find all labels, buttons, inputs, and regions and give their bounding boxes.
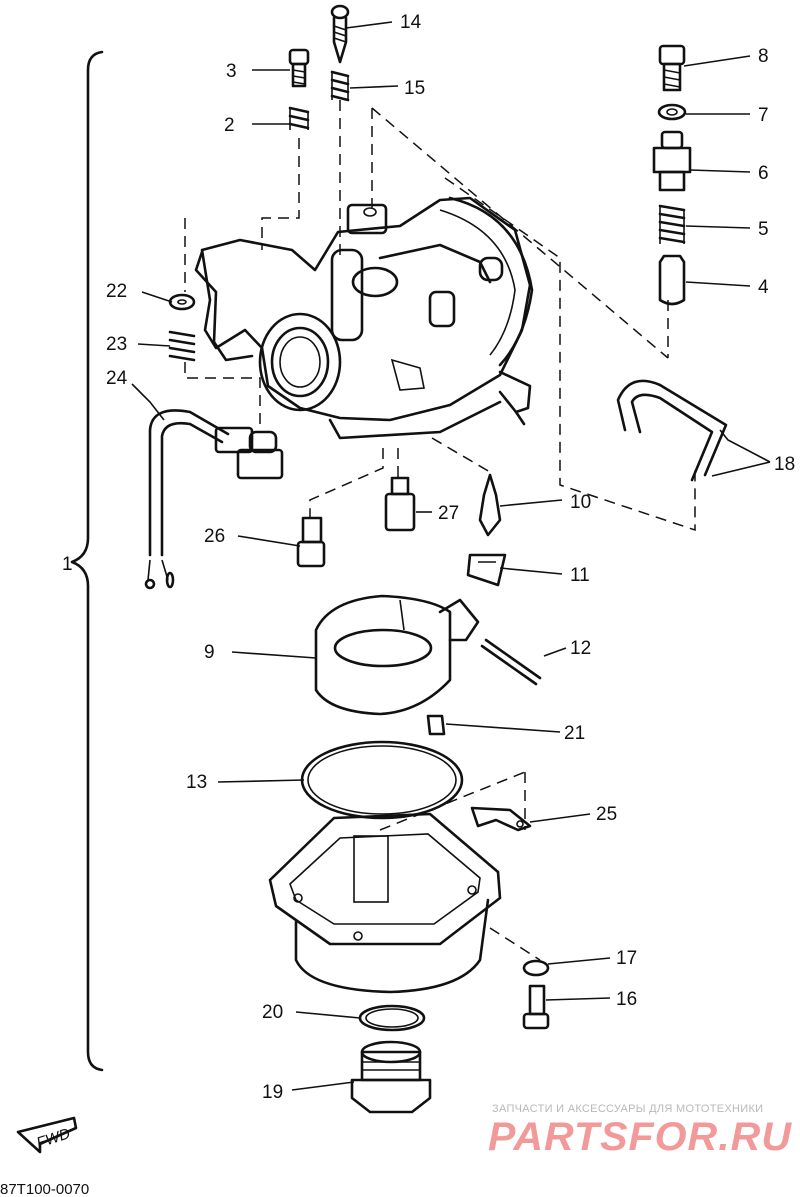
part-sensor-24 xyxy=(144,409,284,590)
callout-2: 2 xyxy=(224,115,235,136)
part-bolt-8 xyxy=(658,44,686,92)
watermark: ЗАПЧАСТИ И АКСЕССУАРЫ ДЛЯ МОТОТЕХНИКИ PA… xyxy=(488,1103,792,1159)
drawing-code: 87T100-0070 xyxy=(0,1181,89,1197)
fwd-label: FWD xyxy=(35,1125,73,1152)
callout-16: 16 xyxy=(616,989,637,1010)
leader-lines xyxy=(131,21,771,1091)
callout-7: 7 xyxy=(758,105,769,126)
group-bracket xyxy=(70,50,104,1072)
callout-4: 4 xyxy=(758,277,769,298)
part-spring-5 xyxy=(658,204,686,244)
callout-3: 3 xyxy=(226,61,237,82)
callout-27: 27 xyxy=(438,503,459,524)
callout-9: 9 xyxy=(204,642,215,663)
callout-6: 6 xyxy=(758,163,769,184)
callout-15: 15 xyxy=(404,78,425,99)
part-needle-valve-10 xyxy=(478,473,502,537)
part-oring-20 xyxy=(358,1004,426,1032)
part-clip-11 xyxy=(466,553,507,587)
part-jet-27 xyxy=(384,476,416,532)
part-washer-17 xyxy=(522,959,550,977)
callout-14: 14 xyxy=(400,12,422,33)
assembly-lines xyxy=(184,100,696,961)
watermark-brand: PARTSFOR.RU xyxy=(488,1115,792,1159)
part-fitting-6 xyxy=(652,130,692,192)
part-washer-22 xyxy=(168,293,196,311)
part-hose-18 xyxy=(616,379,728,482)
callout-10: 10 xyxy=(570,492,591,513)
callout-22: 22 xyxy=(106,281,127,302)
watermark-tagline: ЗАПЧАСТИ И АКСЕССУАРЫ ДЛЯ МОТОТЕХНИКИ xyxy=(492,1103,763,1115)
callout-labels: 14 15 3 2 8 7 6 5 4 22 23 24 18 26 27 10… xyxy=(62,12,795,1103)
part-spring-2 xyxy=(288,106,310,130)
part-drain-plug-19 xyxy=(350,1040,432,1114)
callout-26: 26 xyxy=(204,526,225,547)
part-screw-21 xyxy=(426,714,446,736)
fwd-arrow-icon: FWD xyxy=(16,1116,78,1154)
part-bracket-25 xyxy=(470,806,532,832)
part-pilot-screw xyxy=(330,4,350,64)
part-screw-16 xyxy=(522,984,550,1030)
callout-21: 21 xyxy=(564,723,585,744)
callout-19: 19 xyxy=(262,1082,283,1103)
part-nut-7 xyxy=(657,103,687,121)
part-spring-23 xyxy=(168,330,196,362)
callout-11: 11 xyxy=(570,565,590,586)
callout-8: 8 xyxy=(758,46,769,67)
callout-25: 25 xyxy=(596,804,617,825)
callout-20: 20 xyxy=(262,1002,283,1023)
callout-17: 17 xyxy=(616,948,637,969)
callout-18: 18 xyxy=(774,454,795,475)
part-jet-26 xyxy=(296,516,326,568)
part-float-9 xyxy=(314,594,480,716)
carburetor-body xyxy=(194,196,534,440)
callout-23: 23 xyxy=(106,334,127,355)
part-screw-3 xyxy=(288,48,310,88)
part-pilot-spring xyxy=(330,70,350,102)
part-pin-12 xyxy=(480,638,542,686)
part-plunger-4 xyxy=(658,254,686,306)
callout-13: 13 xyxy=(186,772,207,793)
callout-12: 12 xyxy=(570,638,591,659)
part-gasket-13 xyxy=(300,740,464,820)
callout-24: 24 xyxy=(106,368,128,389)
callout-5: 5 xyxy=(758,219,769,240)
float-bowl xyxy=(268,812,502,994)
group-label-1: 1 xyxy=(62,554,73,575)
